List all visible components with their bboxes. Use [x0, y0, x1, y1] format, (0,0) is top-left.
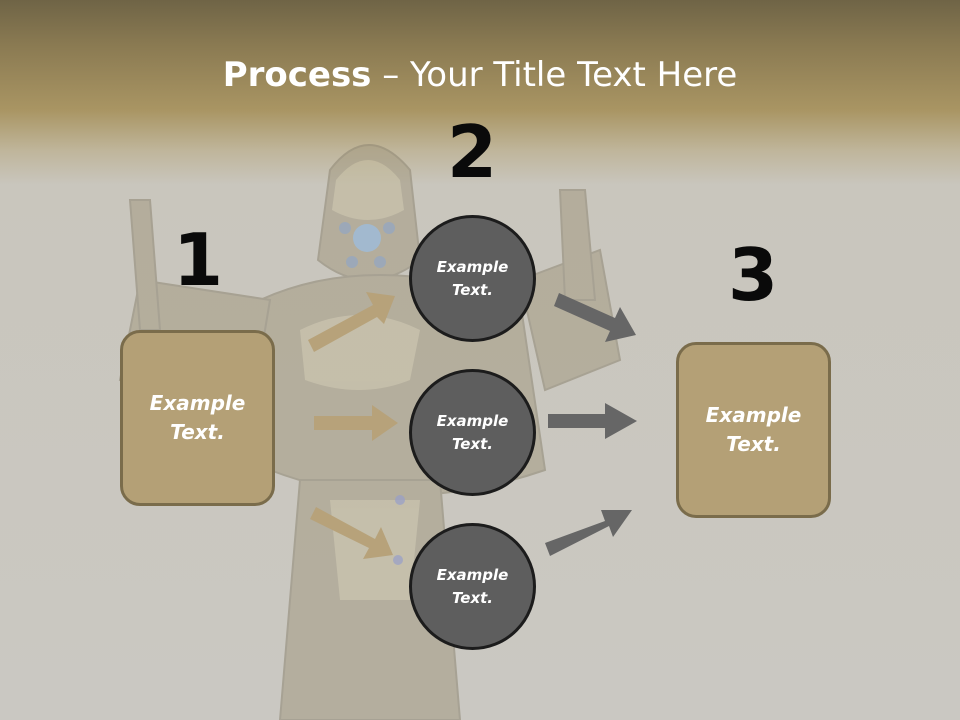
gold-arrow-top [308, 292, 395, 352]
circle-top: Example Text. [409, 215, 536, 342]
title-bold: Process [222, 55, 372, 95]
gray-arrow-middle [548, 403, 637, 439]
gold-arrow-bottom [310, 507, 393, 559]
title-rest: – Your Title Text Here [371, 55, 738, 95]
slide-title: Process – Your Title Text Here [0, 54, 960, 96]
gray-arrow-top [554, 293, 636, 342]
step-number-3: 3 [727, 233, 779, 317]
gray-arrow-bottom [545, 510, 632, 556]
right-text-box: Example Text. [676, 342, 831, 518]
gold-arrow-middle [314, 405, 398, 441]
circle-middle: Example Text. [409, 369, 536, 496]
step-number-2: 2 [446, 110, 498, 194]
left-text-box: Example Text. [120, 330, 275, 506]
step-number-1: 1 [172, 218, 224, 302]
circle-bottom: Example Text. [409, 523, 536, 650]
